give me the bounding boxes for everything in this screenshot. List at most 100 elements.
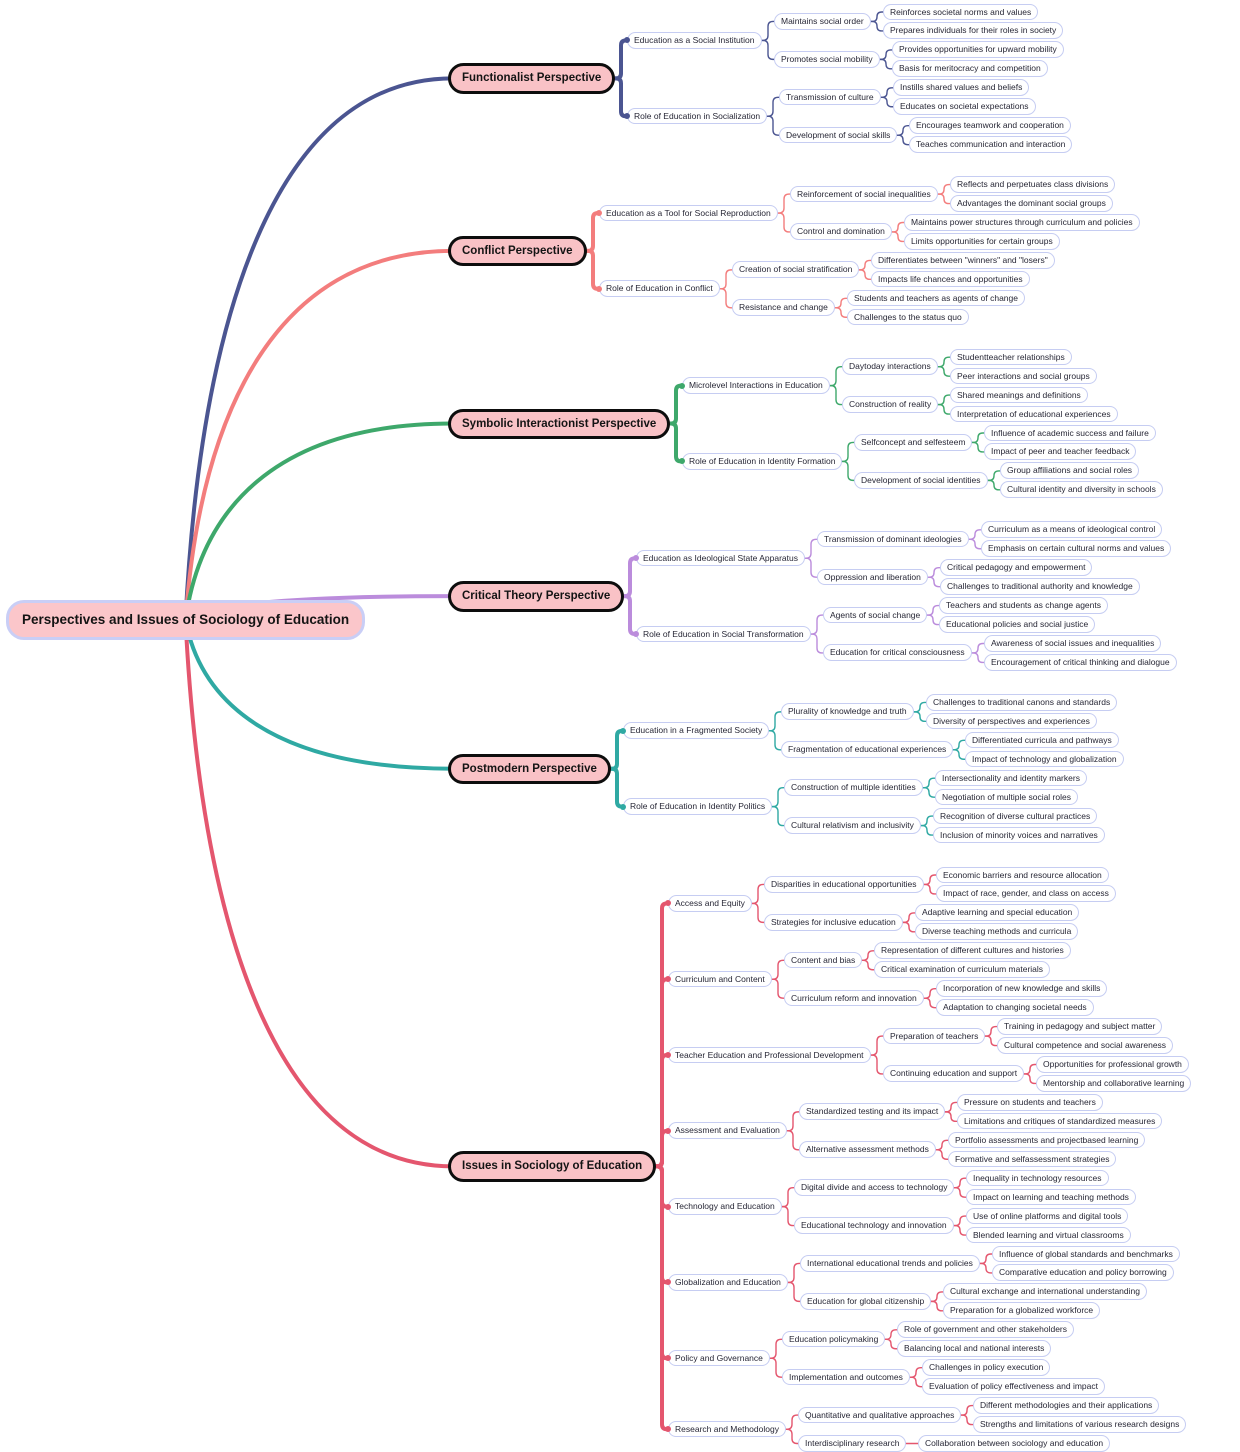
node-development-of-social-identities[interactable]: Development of social identities xyxy=(854,471,988,489)
node-daytoday-interactions[interactable]: Daytoday interactions xyxy=(842,358,938,375)
node-education-for-critical-consciousness[interactable]: Education for critical consciousness xyxy=(823,644,972,662)
node-resistance-and-change[interactable]: Resistance and change xyxy=(732,299,835,316)
node-collaboration-between-sociology-and[interactable]: Collaboration between sociology and educ… xyxy=(918,1435,1111,1452)
node-emphasis-on-certain-cultural[interactable]: Emphasis on certain cultural norms and v… xyxy=(981,540,1172,557)
node-economic-barriers-and-resource[interactable]: Economic barriers and resource allocatio… xyxy=(936,866,1109,884)
branch-symbolic-interactionist-perspective[interactable]: Symbolic Interactionist Perspective xyxy=(448,408,671,439)
node-intersectionality-and-identity-markers[interactable]: Intersectionality and identity markers xyxy=(935,769,1087,787)
node-curriculum-as-a-means[interactable]: Curriculum as a means of ideological con… xyxy=(981,521,1163,538)
node-educational-technology-and-innovation[interactable]: Educational technology and innovation xyxy=(794,1217,954,1234)
node-peer-interactions-and-social[interactable]: Peer interactions and social groups xyxy=(950,367,1097,385)
node-globalization-and-education[interactable]: Globalization and Education xyxy=(668,1273,788,1291)
node-interdisciplinary-research[interactable]: Interdisciplinary research xyxy=(798,1435,907,1452)
node-cultural-competence-and-social[interactable]: Cultural competence and social awareness xyxy=(997,1037,1174,1054)
node-representation-of-different-cultures[interactable]: Representation of different cultures and… xyxy=(874,942,1071,959)
node-challenges-to-traditional-authority[interactable]: Challenges to traditional authority and … xyxy=(940,578,1140,595)
branch-critical-theory-perspective[interactable]: Critical Theory Perspective xyxy=(448,581,625,612)
node-awareness-of-social-issues[interactable]: Awareness of social issues and inequalit… xyxy=(984,635,1162,652)
node-impact-of-technology-and[interactable]: Impact of technology and globalization xyxy=(965,750,1124,768)
node-education-in-a-fragmented[interactable]: Education in a Fragmented Society xyxy=(623,722,770,739)
node-critical-pedagogy-and-empowerment[interactable]: Critical pedagogy and empowerment xyxy=(940,559,1093,576)
node-use-of-online-platforms[interactable]: Use of online platforms and digital tool… xyxy=(966,1207,1129,1225)
node-impact-on-learning-and[interactable]: Impact on learning and teaching methods xyxy=(966,1188,1136,1206)
node-transmission-of-dominant-ideologies[interactable]: Transmission of dominant ideologies xyxy=(817,530,969,548)
node-selfconcept-and-selfesteem[interactable]: Selfconcept and selfesteem xyxy=(854,433,973,451)
node-research-and-methodology[interactable]: Research and Methodology xyxy=(668,1420,786,1438)
node-limitations-and-critiques-of[interactable]: Limitations and critiques of standardize… xyxy=(957,1112,1163,1130)
node-transmission-of-culture[interactable]: Transmission of culture xyxy=(779,88,881,106)
node-alternative-assessment-methods[interactable]: Alternative assessment methods xyxy=(799,1141,936,1158)
node-strengths-and-limitations-of[interactable]: Strengths and limitations of various res… xyxy=(973,1416,1187,1433)
node-inclusion-of-minority-voices[interactable]: Inclusion of minority voices and narrati… xyxy=(933,826,1105,844)
node-adaptive-learning-and-special[interactable]: Adaptive learning and special education xyxy=(915,904,1080,922)
node-education-as-a-social[interactable]: Education as a Social Institution xyxy=(627,31,762,49)
node-microlevel-interactions-in-education[interactable]: Microlevel Interactions in Education xyxy=(682,377,830,394)
node-advantages-the-dominant-social[interactable]: Advantages the dominant social groups xyxy=(950,195,1113,212)
node-standardized-testing-and-its[interactable]: Standardized testing and its impact xyxy=(799,1103,946,1120)
node-balancing-local-and-national[interactable]: Balancing local and national interests xyxy=(897,1340,1052,1357)
node-education-as-ideological-state[interactable]: Education as Ideological State Apparatus xyxy=(636,549,805,567)
node-preparation-for-a-globalized[interactable]: Preparation for a globalized workforce xyxy=(943,1302,1101,1319)
node-educational-policies-and-social[interactable]: Educational policies and social justice xyxy=(939,616,1096,633)
node-influence-of-global-standards[interactable]: Influence of global standards and benchm… xyxy=(992,1245,1180,1263)
branch-issues-in-sociology-of[interactable]: Issues in Sociology of Education xyxy=(448,1151,657,1182)
node-formative-and-selfassessment-strategies[interactable]: Formative and selfassessment strategies xyxy=(948,1150,1117,1168)
node-diverse-teaching-methods-and[interactable]: Diverse teaching methods and curricula xyxy=(915,923,1079,940)
node-technology-and-education[interactable]: Technology and Education xyxy=(668,1198,782,1215)
node-creation-of-social-stratification[interactable]: Creation of social stratification xyxy=(732,261,860,278)
node-negotiation-of-multiple-social[interactable]: Negotiation of multiple social roles xyxy=(935,788,1078,806)
node-disparities-in-educational-opportunities[interactable]: Disparities in educational opportunities xyxy=(764,875,924,893)
node-differentiated-curricula-and-pathways[interactable]: Differentiated curricula and pathways xyxy=(965,731,1119,749)
node-basis-for-meritocracy-and[interactable]: Basis for meritocracy and competition xyxy=(892,60,1048,77)
node-critical-examination-of-curriculum[interactable]: Critical examination of curriculum mater… xyxy=(874,961,1051,978)
node-comparative-education-and-policy[interactable]: Comparative education and policy borrowi… xyxy=(992,1264,1174,1282)
node-assessment-and-evaluation[interactable]: Assessment and Evaluation xyxy=(668,1122,787,1139)
branch-functionalist-perspective[interactable]: Functionalist Perspective xyxy=(448,63,616,94)
node-recognition-of-diverse-cultural[interactable]: Recognition of diverse cultural practice… xyxy=(933,807,1098,825)
node-influence-of-academic-success[interactable]: Influence of academic success and failur… xyxy=(984,424,1156,442)
node-access-and-equity[interactable]: Access and Equity xyxy=(668,894,752,912)
node-teaches-communication-and-interaction[interactable]: Teaches communication and interaction xyxy=(909,136,1073,153)
node-instills-shared-values-and[interactable]: Instills shared values and beliefs xyxy=(893,79,1030,96)
node-interpretation-of-educational-experiences[interactable]: Interpretation of educational experience… xyxy=(950,405,1118,423)
node-implementation-and-outcomes[interactable]: Implementation and outcomes xyxy=(782,1368,910,1386)
node-maintains-social-order[interactable]: Maintains social order xyxy=(774,12,871,30)
node-opportunities-for-professional-growth[interactable]: Opportunities for professional growth xyxy=(1036,1056,1189,1073)
node-construction-of-multiple-identities[interactable]: Construction of multiple identities xyxy=(784,779,923,796)
node-continuing-education-and-support[interactable]: Continuing education and support xyxy=(883,1065,1025,1083)
node-blended-learning-and-virtual[interactable]: Blended learning and virtual classrooms xyxy=(966,1226,1131,1244)
node-curriculum-reform-and-innovation[interactable]: Curriculum reform and innovation xyxy=(784,989,924,1007)
node-portfolio-assessments-and-projectbased[interactable]: Portfolio assessments and projectbased l… xyxy=(948,1131,1146,1149)
node-encouragement-of-critical-thinking[interactable]: Encouragement of critical thinking and d… xyxy=(984,653,1177,671)
node-prepares-individuals-for-their[interactable]: Prepares individuals for their roles in … xyxy=(883,22,1064,40)
node-challenges-in-policy-execution[interactable]: Challenges in policy execution xyxy=(922,1359,1051,1376)
node-impacts-life-chances-and[interactable]: Impacts life chances and opportunities xyxy=(871,270,1030,288)
node-mentorship-and-collaborative-learning[interactable]: Mentorship and collaborative learning xyxy=(1036,1074,1192,1092)
root-topic[interactable]: Perspectives and Issues of Sociology of … xyxy=(6,599,366,641)
node-adaptation-to-changing-societal[interactable]: Adaptation to changing societal needs xyxy=(936,999,1094,1016)
node-limits-opportunities-for-certain[interactable]: Limits opportunities for certain groups xyxy=(904,232,1060,250)
node-studentteacher-relationships[interactable]: Studentteacher relationships xyxy=(950,348,1072,366)
node-impact-of-race-gender[interactable]: Impact of race, gender, and class on acc… xyxy=(936,885,1116,903)
node-differentiates-between-winners-and[interactable]: Differentiates between "winners" and "lo… xyxy=(871,251,1055,269)
node-role-of-education-in[interactable]: Role of Education in Social Transformati… xyxy=(636,625,811,643)
branch-conflict-perspective[interactable]: Conflict Perspective xyxy=(448,235,587,267)
node-pressure-on-students-and[interactable]: Pressure on students and teachers xyxy=(957,1093,1103,1111)
node-role-of-education-in[interactable]: Role of Education in Identity Formation xyxy=(682,452,843,470)
node-cultural-relativism-and-inclusivity[interactable]: Cultural relativism and inclusivity xyxy=(784,817,921,834)
node-fragmentation-of-educational-experiences[interactable]: Fragmentation of educational experiences xyxy=(781,741,954,758)
node-challenges-to-traditional-canons[interactable]: Challenges to traditional canons and sta… xyxy=(926,693,1118,711)
node-encourages-teamwork-and-cooperation[interactable]: Encourages teamwork and cooperation xyxy=(909,117,1071,134)
node-education-policymaking[interactable]: Education policymaking xyxy=(782,1330,886,1348)
node-role-of-education-in[interactable]: Role of Education in Identity Politics xyxy=(623,798,773,815)
node-teacher-education-and-professional[interactable]: Teacher Education and Professional Devel… xyxy=(668,1046,871,1064)
node-training-in-pedagogy-and[interactable]: Training in pedagogy and subject matter xyxy=(997,1018,1163,1035)
node-teachers-and-students-as[interactable]: Teachers and students as change agents xyxy=(939,597,1108,614)
branch-postmodern-perspective[interactable]: Postmodern Perspective xyxy=(448,753,611,785)
node-role-of-education-in[interactable]: Role of Education in Socialization xyxy=(627,107,768,125)
node-challenges-to-the-status[interactable]: Challenges to the status quo xyxy=(847,308,969,326)
node-preparation-of-teachers[interactable]: Preparation of teachers xyxy=(883,1027,986,1045)
node-evaluation-of-policy-effectiveness[interactable]: Evaluation of policy effectiveness and i… xyxy=(922,1378,1105,1395)
node-control-and-domination[interactable]: Control and domination xyxy=(790,223,892,241)
node-education-for-global-citizenship[interactable]: Education for global citizenship xyxy=(800,1292,932,1310)
